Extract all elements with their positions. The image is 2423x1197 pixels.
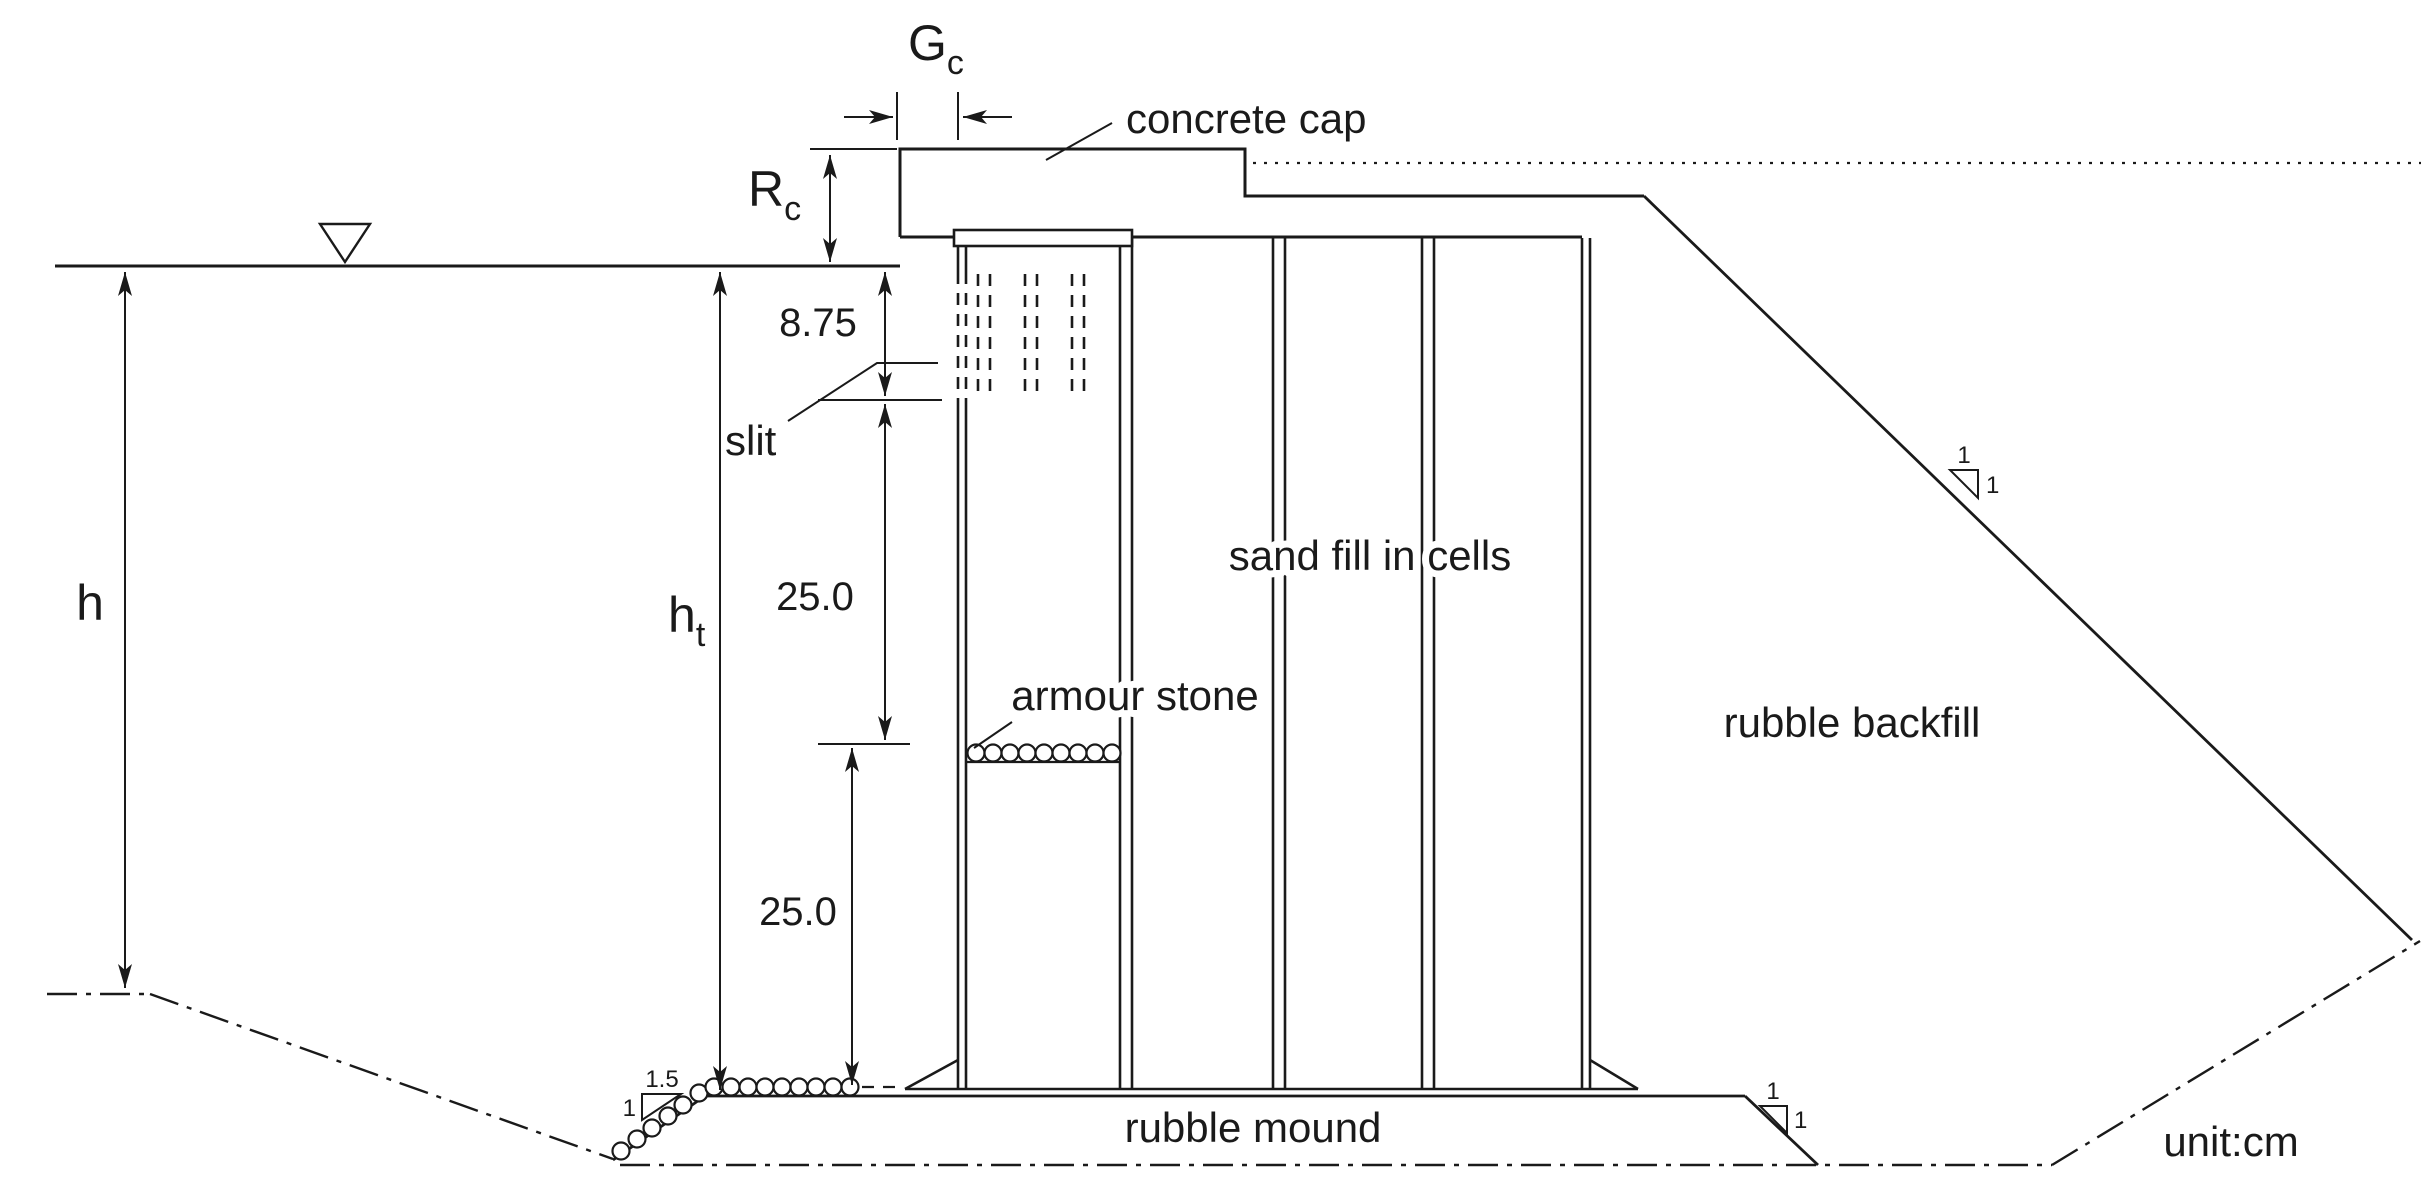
- concrete-cap-outline: [898, 147, 1644, 239]
- mound-right-slope-v-label: 1: [1766, 1078, 1779, 1105]
- rubble-backfill-label: rubble backfill: [1724, 699, 1981, 746]
- h-dimension-label: h: [76, 575, 104, 631]
- rc-dimension-label: Rc: [748, 161, 801, 228]
- mound-left-slope-h-label: 1.5: [645, 1066, 678, 1093]
- gc-subscript: c: [947, 44, 964, 82]
- cell-wall-1: [1118, 238, 1134, 1089]
- dimension-lines: [118, 92, 1012, 1090]
- gc-symbol: G: [908, 15, 947, 71]
- unit-note: unit:cm: [2163, 1118, 2298, 1165]
- base-chamfer-left: [904, 1058, 959, 1091]
- leader-concrete-cap: [1045, 122, 1113, 161]
- gc-dimension-label: Gc: [908, 15, 964, 82]
- backfill-slope-triangle-icon: [1947, 469, 1979, 501]
- slit-columns: [976, 274, 1086, 398]
- cell-wall-2: [1271, 238, 1287, 1089]
- armour-stone-label: armour stone: [1011, 672, 1258, 719]
- rubble-mound-label: rubble mound: [1125, 1104, 1382, 1151]
- mound-right-slope: [1744, 1094, 1819, 1167]
- front-wall-slit-zone: [956, 272, 968, 400]
- slope-markers: [641, 469, 1979, 1136]
- mound-left-slope-triangle-icon: [641, 1093, 685, 1122]
- lower-height-value: 25.0: [759, 890, 837, 934]
- armour-stone-mid-row: [966, 743, 1122, 764]
- slit-height-value: 8.75: [779, 301, 857, 345]
- leader-lines: [787, 122, 1113, 749]
- cell-wall-3: [1420, 238, 1436, 1089]
- seabed-slope-right: [2051, 939, 2421, 1167]
- backfill-slope-v-label: 1: [1957, 442, 1970, 469]
- sand-fill-label: sand fill in cells: [1229, 532, 1511, 579]
- caisson-walls: [904, 238, 1639, 1091]
- water-level: [55, 222, 900, 268]
- ht-symbol: h: [668, 587, 696, 643]
- leader-slit: [787, 362, 938, 422]
- rc-subscript: c: [784, 190, 801, 228]
- rear-wall: [1580, 238, 1592, 1089]
- concrete-cap-label: concrete cap: [1126, 95, 1366, 142]
- backfill-slope-line: [1643, 194, 2413, 942]
- armour-stone-toe-row: [611, 1077, 904, 1161]
- base-chamfer-right: [1589, 1058, 1639, 1091]
- mound-right-slope-h-label: 1: [1794, 1107, 1807, 1134]
- water-level-icon: [317, 222, 373, 265]
- seabed-slope-left: [149, 992, 614, 1161]
- ht-subscript: t: [696, 616, 706, 654]
- ht-dimension-label: ht: [668, 587, 706, 654]
- mid-height-value: 25.0: [776, 575, 854, 619]
- rc-symbol: R: [748, 161, 784, 217]
- slit-label: slit: [725, 417, 777, 464]
- front-cell-lid: [952, 228, 1134, 248]
- cap-top-profile: [898, 147, 1644, 237]
- leader-armour-stone: [973, 721, 1013, 749]
- mound-right-slope-triangle-icon: [1757, 1105, 1788, 1136]
- seabed-dashdot-lines: [47, 939, 2421, 1167]
- backfill-slope-h-label: 1: [1986, 472, 1999, 499]
- mound-left-slope-v-label: 1: [623, 1095, 636, 1122]
